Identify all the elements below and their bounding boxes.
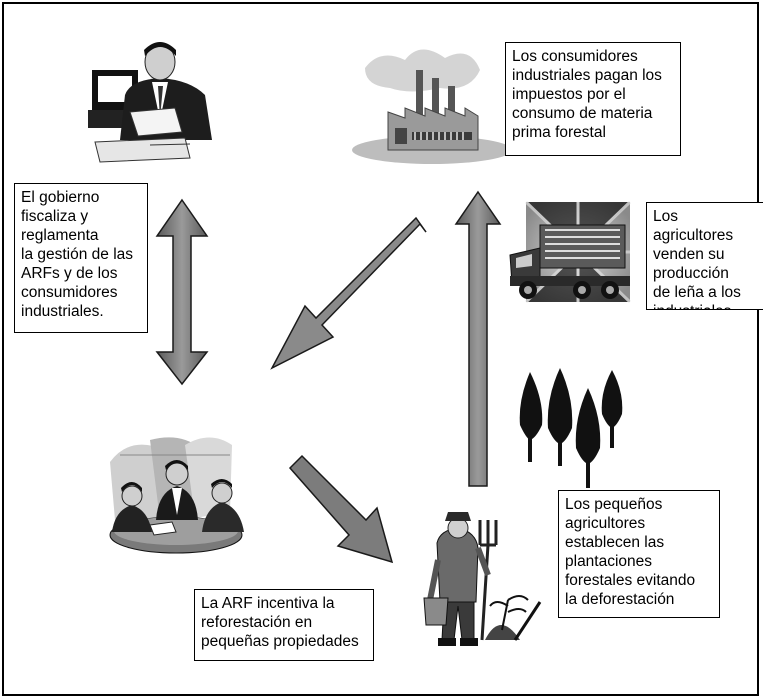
arrow-bidirectional-government-arf: [155, 198, 209, 386]
factory-icon: [352, 49, 512, 164]
meeting-table-icon: [109, 437, 244, 554]
businessman-at-computer-icon: [88, 42, 212, 163]
arrow-up-farmers-to-consumers: [454, 190, 502, 487]
pine-trees-icon: [519, 368, 623, 488]
text-box-farmers-sell-firewood: Los agricultores venden su producción de…: [646, 202, 763, 310]
arrow-consumers-to-arf: [270, 216, 427, 370]
farmer-with-pitchfork-icon: [423, 512, 542, 646]
text-box-consumers-pay-taxes: Los consumidores industriales pagan los …: [505, 42, 681, 156]
arrow-arf-to-farmers: [288, 454, 394, 564]
log-truck-icon: [509, 200, 632, 304]
text-box-small-farmers-plantations: Los pequeños agricultores establecen las…: [558, 490, 720, 618]
text-box-arf-incentive: La ARF incentiva la reforestación en peq…: [194, 589, 374, 661]
text-box-government-regulates: El gobierno fiscaliza y reglamenta la ge…: [14, 183, 148, 333]
